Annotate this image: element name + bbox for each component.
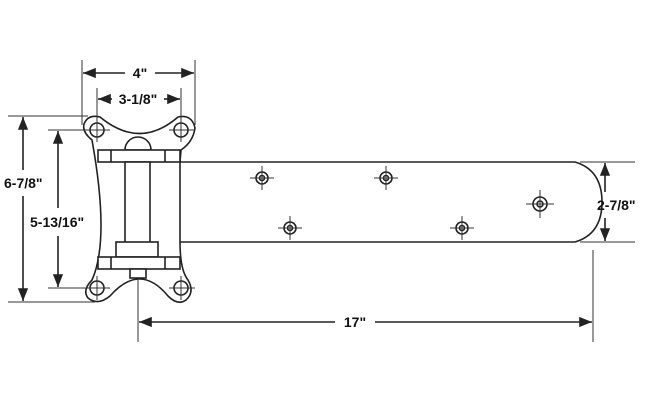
dim-plate-width: 4" <box>133 65 147 81</box>
strap <box>150 161 603 243</box>
dim-hole-spacing-width: 3-1/8" <box>119 91 158 107</box>
dim-strap-length: 17" <box>344 314 366 330</box>
strap-holes <box>250 166 554 240</box>
dim-hole-spacing-height: 5-13/16" <box>30 214 84 230</box>
dim-strap-width: 2-7/8" <box>597 197 636 213</box>
dim-plate-height: 6-7/8" <box>4 175 43 191</box>
hinge-pin <box>97 136 181 279</box>
dimension-lines <box>8 60 635 342</box>
